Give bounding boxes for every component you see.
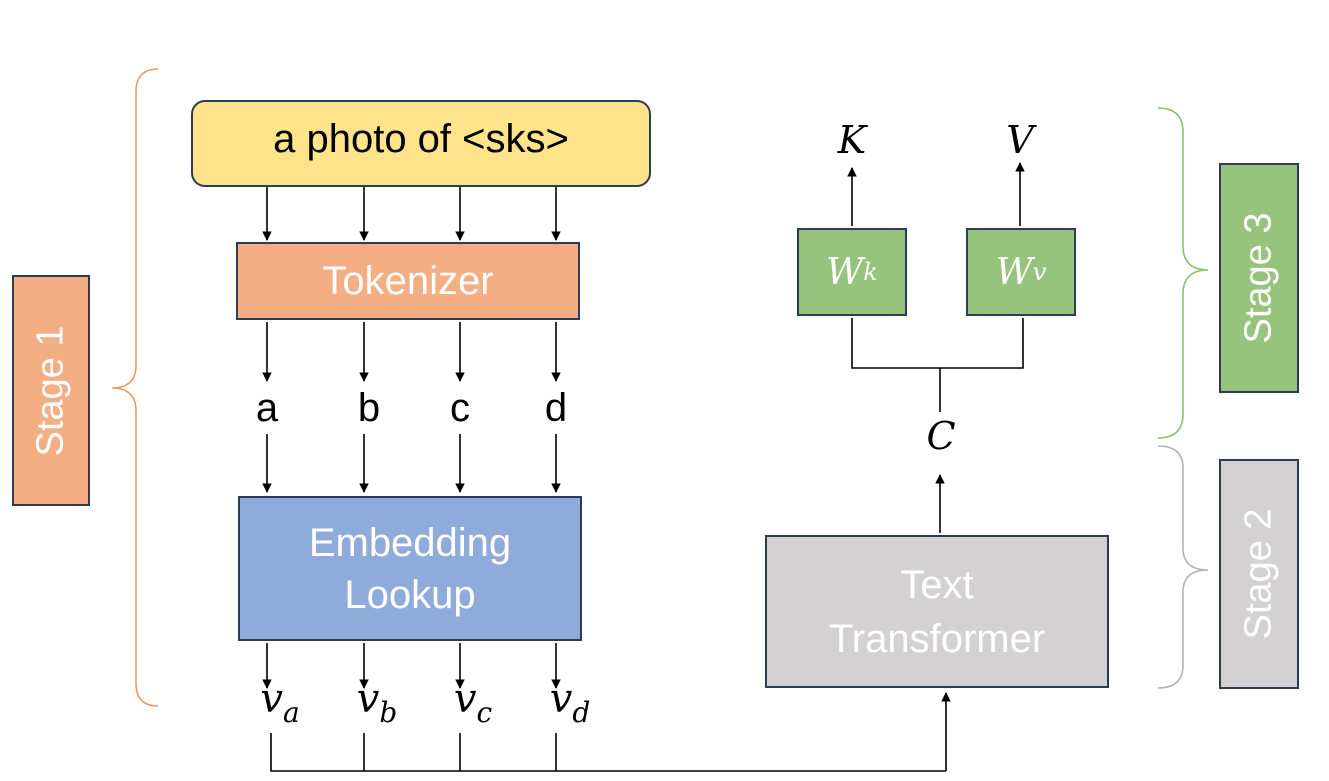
vector-va: va bbox=[260, 676, 300, 729]
stage3-label: Stage 3 bbox=[1237, 212, 1280, 344]
prompt-text: a photo of <sks> bbox=[273, 117, 569, 161]
token-a: a bbox=[255, 386, 279, 430]
vector-vb: vb bbox=[356, 676, 398, 729]
text-transformer-box: Text Transformer bbox=[765, 535, 1109, 688]
k-output-label: K bbox=[837, 118, 867, 162]
embedding-line1: Embedding bbox=[308, 520, 512, 565]
stage2-brace bbox=[1157, 445, 1209, 689]
tokenizer-label: Tokenizer bbox=[322, 258, 494, 303]
stage2-label: Stage 2 bbox=[1237, 508, 1280, 640]
vector-vd: vd bbox=[549, 676, 591, 729]
stage1-label: Stage 1 bbox=[29, 325, 72, 456]
stage1-tab: Stage 1 bbox=[12, 275, 90, 506]
token-d: d bbox=[544, 386, 568, 430]
token-b: b bbox=[357, 386, 381, 430]
transformer-line1: Text bbox=[900, 562, 974, 607]
embedding-lookup-box: Embedding Lookup bbox=[238, 496, 582, 641]
tokenizer-box: Tokenizer bbox=[236, 242, 580, 320]
stage3-tab: Stage 3 bbox=[1219, 163, 1299, 393]
fork-branches bbox=[851, 318, 1024, 369]
stage3-brace bbox=[1157, 107, 1209, 439]
token-c: c bbox=[450, 386, 470, 430]
prompt-box: a photo of <sks> bbox=[191, 100, 651, 187]
vector-bus-line bbox=[270, 733, 946, 772]
context-label: C bbox=[926, 414, 956, 458]
stage1-brace bbox=[111, 68, 159, 707]
embedding-line2: Lookup bbox=[344, 572, 476, 617]
vector-vc: vc bbox=[453, 676, 493, 729]
transformer-line2: Transformer bbox=[828, 616, 1046, 661]
stage2-tab: Stage 2 bbox=[1219, 459, 1299, 689]
v-output-label: V bbox=[1006, 118, 1034, 162]
